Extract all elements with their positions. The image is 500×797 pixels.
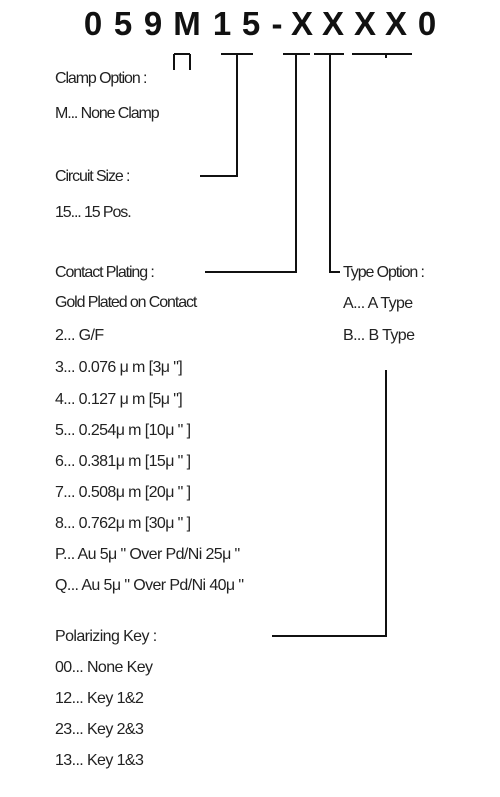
contact-plating-item: P... Au 5μ " Over Pd/Ni 25μ " — [55, 546, 240, 563]
contact-plating-item: 5... 0.254μ m [10μ " ] — [55, 422, 191, 439]
type-option-label: Type Option : — [343, 264, 425, 281]
contact-plating-item: Q... Au 5μ " Over Pd/Ni 40μ " — [55, 577, 244, 594]
contact-plating-subtitle: Gold Plated on Contact — [55, 294, 197, 311]
type-option-item: B... B Type — [343, 327, 415, 344]
circuit-size-item: 15... 15 Pos. — [55, 204, 132, 221]
contact-plating-item: 3... 0.076 μ m [3μ "] — [55, 359, 183, 376]
part-number-char: 1 — [212, 5, 232, 42]
contact-plating-item: 6... 0.381μ m [15μ " ] — [55, 453, 191, 470]
polarizing-key-item: 00... None Key — [55, 659, 153, 676]
contact-plating-line — [205, 53, 310, 273]
polarizing-key-item: 12... Key 1&2 — [55, 690, 144, 707]
contact-plating-label: Contact Plating : — [55, 264, 155, 281]
part-number-char: 5 — [241, 5, 261, 42]
circuit-size-line — [200, 53, 253, 177]
clamp-option-item: M... None Clamp — [55, 105, 160, 122]
part-number-char: X — [384, 5, 407, 42]
polarizing-key-item: 23... Key 2&3 — [55, 721, 144, 738]
part-number-char: - — [271, 5, 283, 42]
clamp-option-label: Clamp Option : — [55, 70, 147, 87]
contact-plating-item: 4... 0.127 μ m [5μ "] — [55, 391, 183, 408]
contact-plating-item: 8... 0.762μ m [30μ " ] — [55, 515, 191, 532]
clamp-option-line — [173, 53, 191, 70]
part-number-char: 0 — [83, 5, 103, 42]
type-option-item: A... A Type — [343, 295, 413, 312]
part-number-char: 0 — [417, 5, 437, 42]
part-number-char: 9 — [143, 5, 163, 42]
type-option-line — [314, 53, 344, 273]
contact-plating-item: 7... 0.508μ m [20μ " ] — [55, 484, 191, 501]
part-number-char: X — [290, 5, 313, 42]
part-number-char: M — [173, 5, 201, 42]
polarizing-key-line — [272, 53, 412, 637]
polarizing-key-label: Polarizing Key : — [55, 628, 157, 645]
polarizing-key-item: 13... Key 1&3 — [55, 752, 144, 769]
part-number-char: 5 — [113, 5, 133, 42]
circuit-size-label: Circuit Size : — [55, 168, 131, 185]
part-number-char: X — [353, 5, 376, 42]
contact-plating-item: 2... G/F — [55, 327, 104, 344]
part-number-char: X — [321, 5, 344, 42]
